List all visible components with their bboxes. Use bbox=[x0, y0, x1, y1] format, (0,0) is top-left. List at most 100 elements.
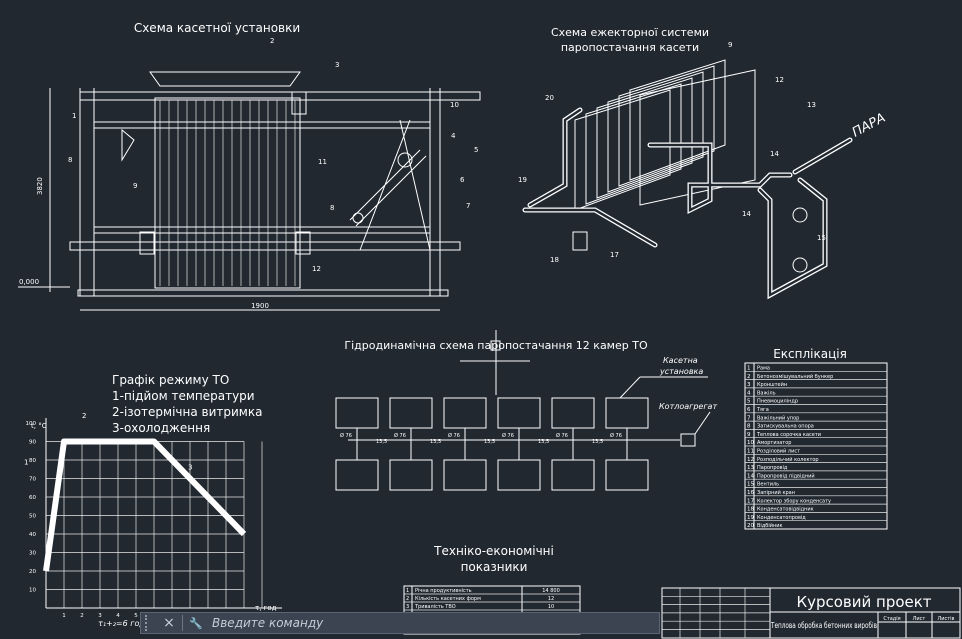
y-tick-label: 90 bbox=[29, 440, 36, 446]
explication-num: 5 bbox=[747, 399, 751, 405]
stamp-subtitle: Теплова обробка бетонних виробів bbox=[770, 621, 877, 630]
callout-label: 13 bbox=[807, 101, 816, 109]
callout-label: 14 bbox=[742, 210, 751, 218]
explication-num: 7 bbox=[747, 415, 751, 421]
cassette-plates bbox=[574, 59, 756, 211]
y-tick-label: 100 bbox=[26, 421, 37, 427]
command-input[interactable] bbox=[206, 613, 659, 633]
tech-value: 10 bbox=[548, 604, 554, 610]
close-icon[interactable]: × bbox=[163, 615, 175, 631]
pipe-label: Ø 76 bbox=[394, 432, 406, 439]
explication-name: Паропровід підвідний bbox=[757, 472, 815, 479]
graph-grid bbox=[45, 418, 282, 609]
explication-name: Бетонозмішувальний бункер bbox=[757, 373, 833, 380]
explication-num: 18 bbox=[747, 507, 754, 513]
y-tick-label: 60 bbox=[29, 495, 36, 501]
ejector-scheme: Схема ежекторної системи паропостачання … bbox=[518, 26, 888, 300]
cassette-label-1: Касетна bbox=[663, 356, 698, 365]
cassette-plate-front bbox=[639, 69, 756, 206]
tech-value: 12 bbox=[548, 596, 554, 602]
pipe-label: Ø 76 bbox=[340, 432, 352, 439]
chamber-bottom bbox=[335, 459, 379, 491]
leader-line bbox=[694, 411, 711, 435]
pivot-joint bbox=[397, 152, 413, 168]
leader-line bbox=[619, 376, 641, 399]
base-plate bbox=[77, 289, 449, 297]
hydro-scheme: Гідродинамічна схема паропостачання 12 к… bbox=[335, 330, 717, 491]
dim-width: 1900 bbox=[251, 302, 269, 310]
tech-value: 14 800 bbox=[542, 588, 560, 594]
explication-num: 11 bbox=[747, 449, 754, 455]
explication-num: 1 bbox=[747, 366, 751, 372]
stamp-col-sheet: Лист bbox=[913, 616, 926, 622]
graph-line-1: 1-підйом температури bbox=[112, 389, 255, 403]
callout-label: 14 bbox=[770, 150, 779, 158]
boiler-label: Котлоагрегат bbox=[659, 402, 717, 411]
segment-label: 13,5 bbox=[430, 439, 441, 445]
curve-label: 1 bbox=[24, 459, 28, 467]
explication-name: Рама bbox=[757, 366, 770, 372]
stamp-grid bbox=[662, 588, 770, 638]
stamp-col-stage: Стадія bbox=[883, 616, 900, 622]
tech-num: 2 bbox=[406, 596, 409, 602]
chamber-bottom bbox=[443, 459, 487, 491]
chamber-bottom bbox=[389, 459, 433, 491]
segment-label: 13,5 bbox=[376, 439, 387, 445]
customize-wrench-icon[interactable]: 🔧 bbox=[189, 616, 203, 630]
explication-num: 3 bbox=[747, 382, 751, 388]
pipe-label: Ø 76 bbox=[556, 432, 568, 439]
cassette-plate bbox=[585, 83, 682, 205]
curve-label: 2 bbox=[82, 412, 86, 420]
chamber-top bbox=[605, 397, 649, 429]
cassette-label-2: установка bbox=[659, 367, 703, 376]
explication-num: 16 bbox=[747, 490, 754, 496]
explication-name: Кронштейн bbox=[757, 381, 787, 388]
callout-label: 9 bbox=[728, 41, 732, 49]
pipe-inner bbox=[793, 138, 852, 174]
bracket bbox=[291, 91, 307, 115]
curve-label: 3 bbox=[188, 463, 192, 471]
explication-title: Експлікація bbox=[773, 347, 847, 361]
tech-title-2: показники bbox=[461, 560, 528, 574]
cassette-plate bbox=[607, 71, 704, 193]
explication-num: 4 bbox=[747, 390, 751, 396]
cassette-plate bbox=[618, 65, 715, 187]
cassette-scheme: Схема касетної установки 1900 3820 0,000 bbox=[18, 21, 481, 311]
y-tick-label: 30 bbox=[29, 551, 36, 557]
chamber-top bbox=[335, 397, 379, 429]
command-line[interactable]: × 🔧 bbox=[140, 612, 660, 634]
callout-label: 5 bbox=[474, 146, 478, 154]
explication-name: Важіль bbox=[757, 390, 776, 396]
y-tick-label: 20 bbox=[29, 569, 36, 575]
tech-name: Тривалість ТВО bbox=[414, 604, 456, 610]
explication-num: 10 bbox=[747, 440, 754, 446]
separator bbox=[182, 615, 183, 631]
callout-label: 20 bbox=[545, 94, 554, 102]
callout-label: 6 bbox=[460, 176, 465, 184]
callout-label: 19 bbox=[518, 176, 527, 184]
explication-name: Розділовий лист bbox=[757, 448, 800, 455]
explication-num: 6 bbox=[747, 407, 751, 413]
callout-label: 9 bbox=[133, 182, 137, 190]
graph-line-3: 3-охолодження bbox=[112, 421, 210, 435]
tech-name: Річна продуктивність bbox=[415, 588, 472, 594]
callout-label: 17 bbox=[610, 251, 619, 259]
explication-name: Важільний упор bbox=[757, 414, 799, 421]
callout-label: 3 bbox=[335, 61, 339, 69]
stamp-col-sheets: Листів bbox=[937, 616, 954, 622]
callout-label: 12 bbox=[775, 76, 784, 84]
x-tick-label: 4 bbox=[116, 613, 120, 619]
pipe-inner bbox=[523, 208, 657, 247]
tech-name: Кількість касетних форм bbox=[415, 596, 481, 602]
explication-name: Паропровід bbox=[757, 465, 788, 471]
callout-label: 1 bbox=[72, 112, 76, 120]
y-tick-label: 80 bbox=[29, 458, 36, 464]
valve bbox=[792, 257, 808, 273]
temperature-curve bbox=[43, 438, 247, 572]
graph-curve: 1 2 3 bbox=[24, 412, 247, 572]
drag-handle[interactable] bbox=[145, 615, 155, 631]
